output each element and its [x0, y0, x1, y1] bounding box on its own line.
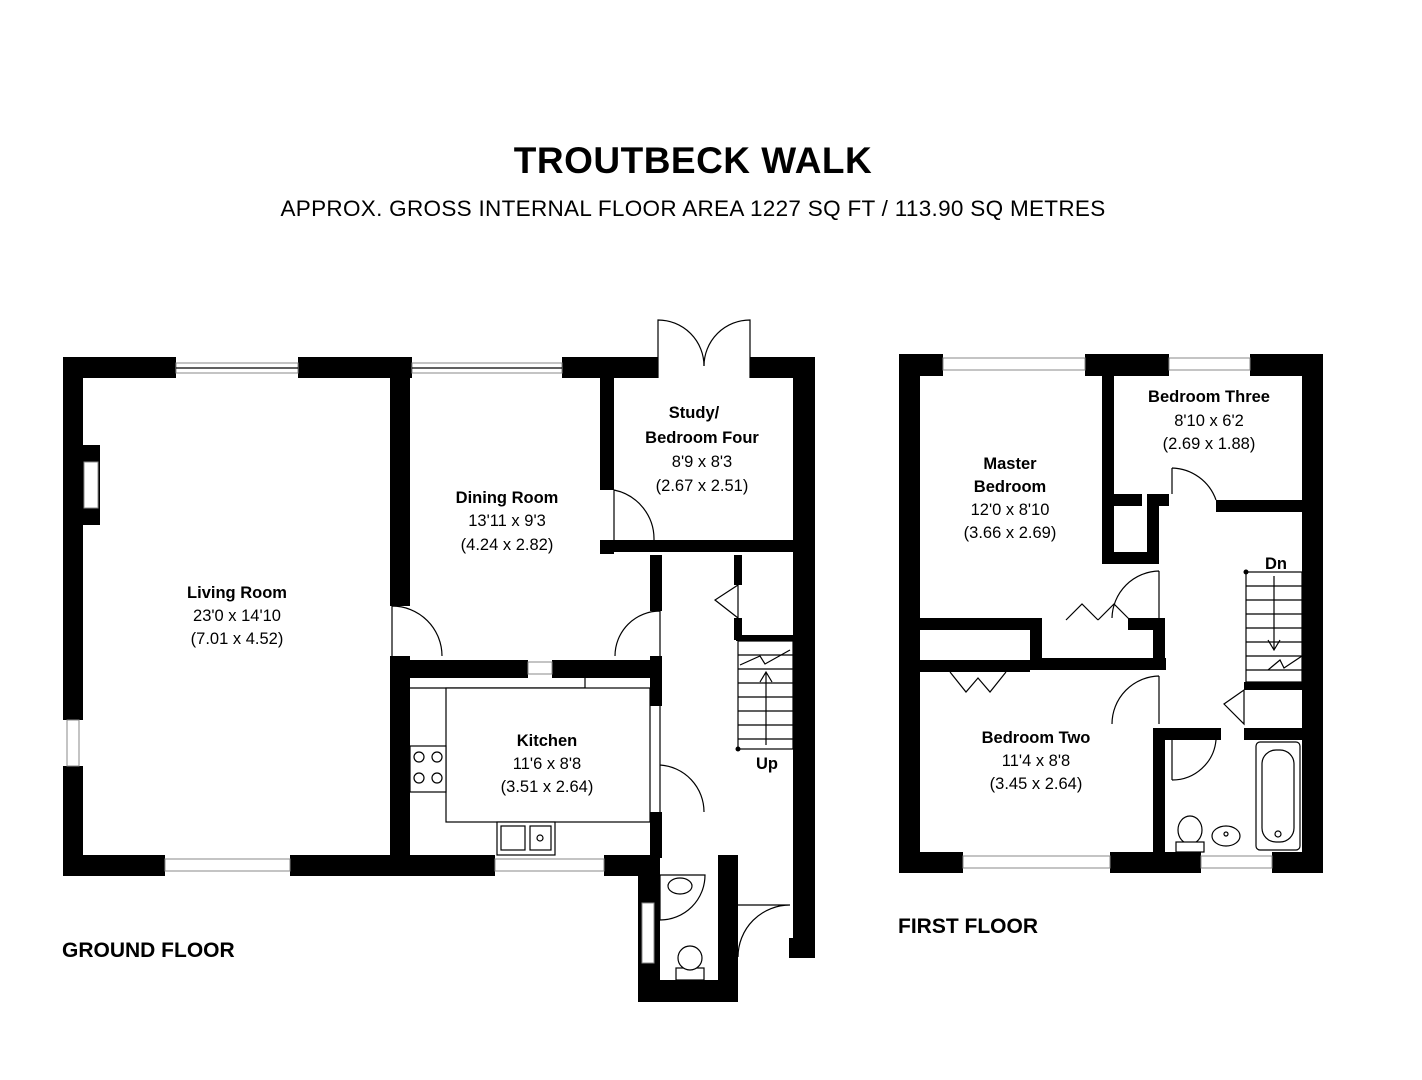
master-bedroom-imperial: 12'0 x 8'10 [971, 501, 1050, 519]
stairs-up [735, 640, 794, 752]
living-room-metric: (7.01 x 4.52) [191, 630, 284, 648]
master-bedroom-name-line1: Master [983, 455, 1037, 473]
study-name-line2: Bedroom Four [645, 429, 759, 447]
stairs-down-label: Dn [1265, 555, 1287, 573]
stairs-up-label: Up [756, 755, 778, 773]
kitchen-name: Kitchen [517, 732, 578, 750]
ground-floor-label: GROUND FLOOR [62, 939, 235, 962]
page-title: TROUTBECK WALK [513, 140, 873, 181]
kitchen-metric: (3.51 x 2.64) [501, 778, 594, 796]
first-floor-plan [899, 354, 1323, 873]
living-room-name: Living Room [187, 584, 287, 602]
bedroom-three-metric: (2.69 x 1.88) [1163, 435, 1256, 453]
bedroom-two-metric: (3.45 x 2.64) [990, 775, 1083, 793]
living-room-imperial: 23'0 x 14'10 [193, 607, 281, 625]
bedroom-three-imperial: 8'10 x 6'2 [1174, 412, 1244, 430]
dining-room-imperial: 13'11 x 9'3 [468, 512, 546, 530]
study-name-line1: Study/ [669, 404, 720, 422]
bedroom-two-name: Bedroom Two [982, 729, 1091, 747]
floor-area-subtitle: APPROX. GROSS INTERNAL FLOOR AREA 1227 S… [280, 196, 1106, 221]
first-floor-label: FIRST FLOOR [898, 915, 1038, 938]
master-bedroom-name-line2: Bedroom [974, 478, 1046, 496]
study-imperial: 8'9 x 8'3 [672, 453, 732, 471]
kitchen-imperial: 11'6 x 8'8 [513, 755, 581, 773]
bedroom-three-name: Bedroom Three [1148, 388, 1270, 406]
stairs-down [1243, 569, 1303, 683]
study-metric: (2.67 x 2.51) [656, 477, 749, 495]
dining-room-name: Dining Room [456, 489, 559, 507]
master-bedroom-metric: (3.66 x 2.69) [964, 524, 1057, 542]
dining-room-metric: (4.24 x 2.82) [461, 536, 554, 554]
bedroom-two-imperial: 11'4 x 8'8 [1002, 752, 1070, 770]
ground-floor-plan [63, 319, 815, 1002]
